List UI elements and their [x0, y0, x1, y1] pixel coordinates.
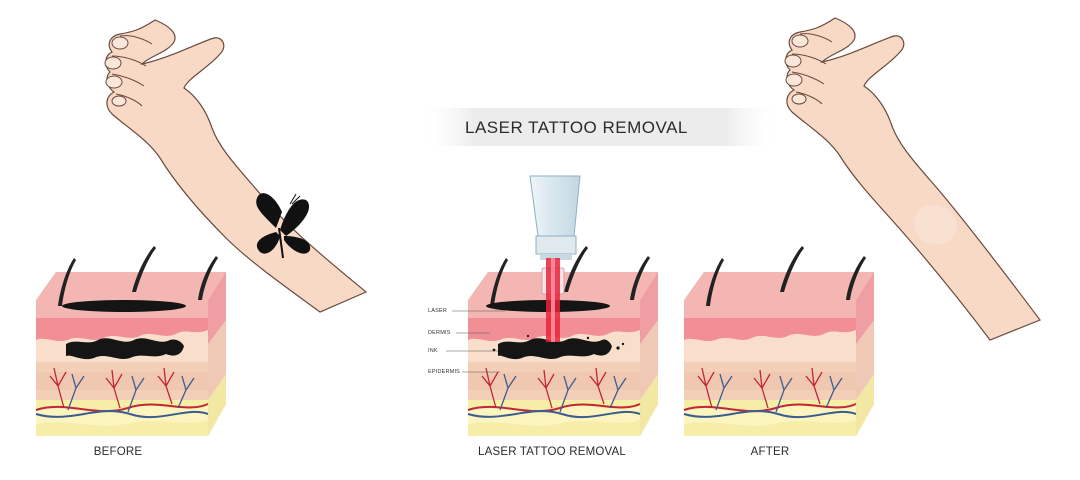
skin-block-before [35, 245, 227, 437]
caption-after: AFTER [750, 446, 790, 458]
label-dermis: DERMIS [428, 330, 451, 336]
skin-block-after [683, 245, 875, 437]
caption-before: BEFORE [93, 446, 143, 458]
ink-deposit [498, 338, 612, 360]
laser-device [529, 175, 581, 342]
title-banner [420, 108, 780, 146]
label-leaders [446, 310, 505, 373]
ink-deposit [66, 338, 184, 360]
page-title: LASER TATTOO REMOVAL [465, 118, 688, 137]
faded-tattoo-mark [914, 205, 958, 245]
label-epidermis: EPIDERMIS [428, 369, 461, 375]
arm-after [784, 17, 1041, 341]
surface-tattoo [62, 300, 186, 312]
label-laser: LASER [428, 308, 448, 314]
butterfly-tattoo [256, 193, 311, 259]
caption-laser-tattoo-removal: LASER TATTOO REMOVAL [478, 446, 626, 458]
label-ink: INK [428, 348, 438, 354]
